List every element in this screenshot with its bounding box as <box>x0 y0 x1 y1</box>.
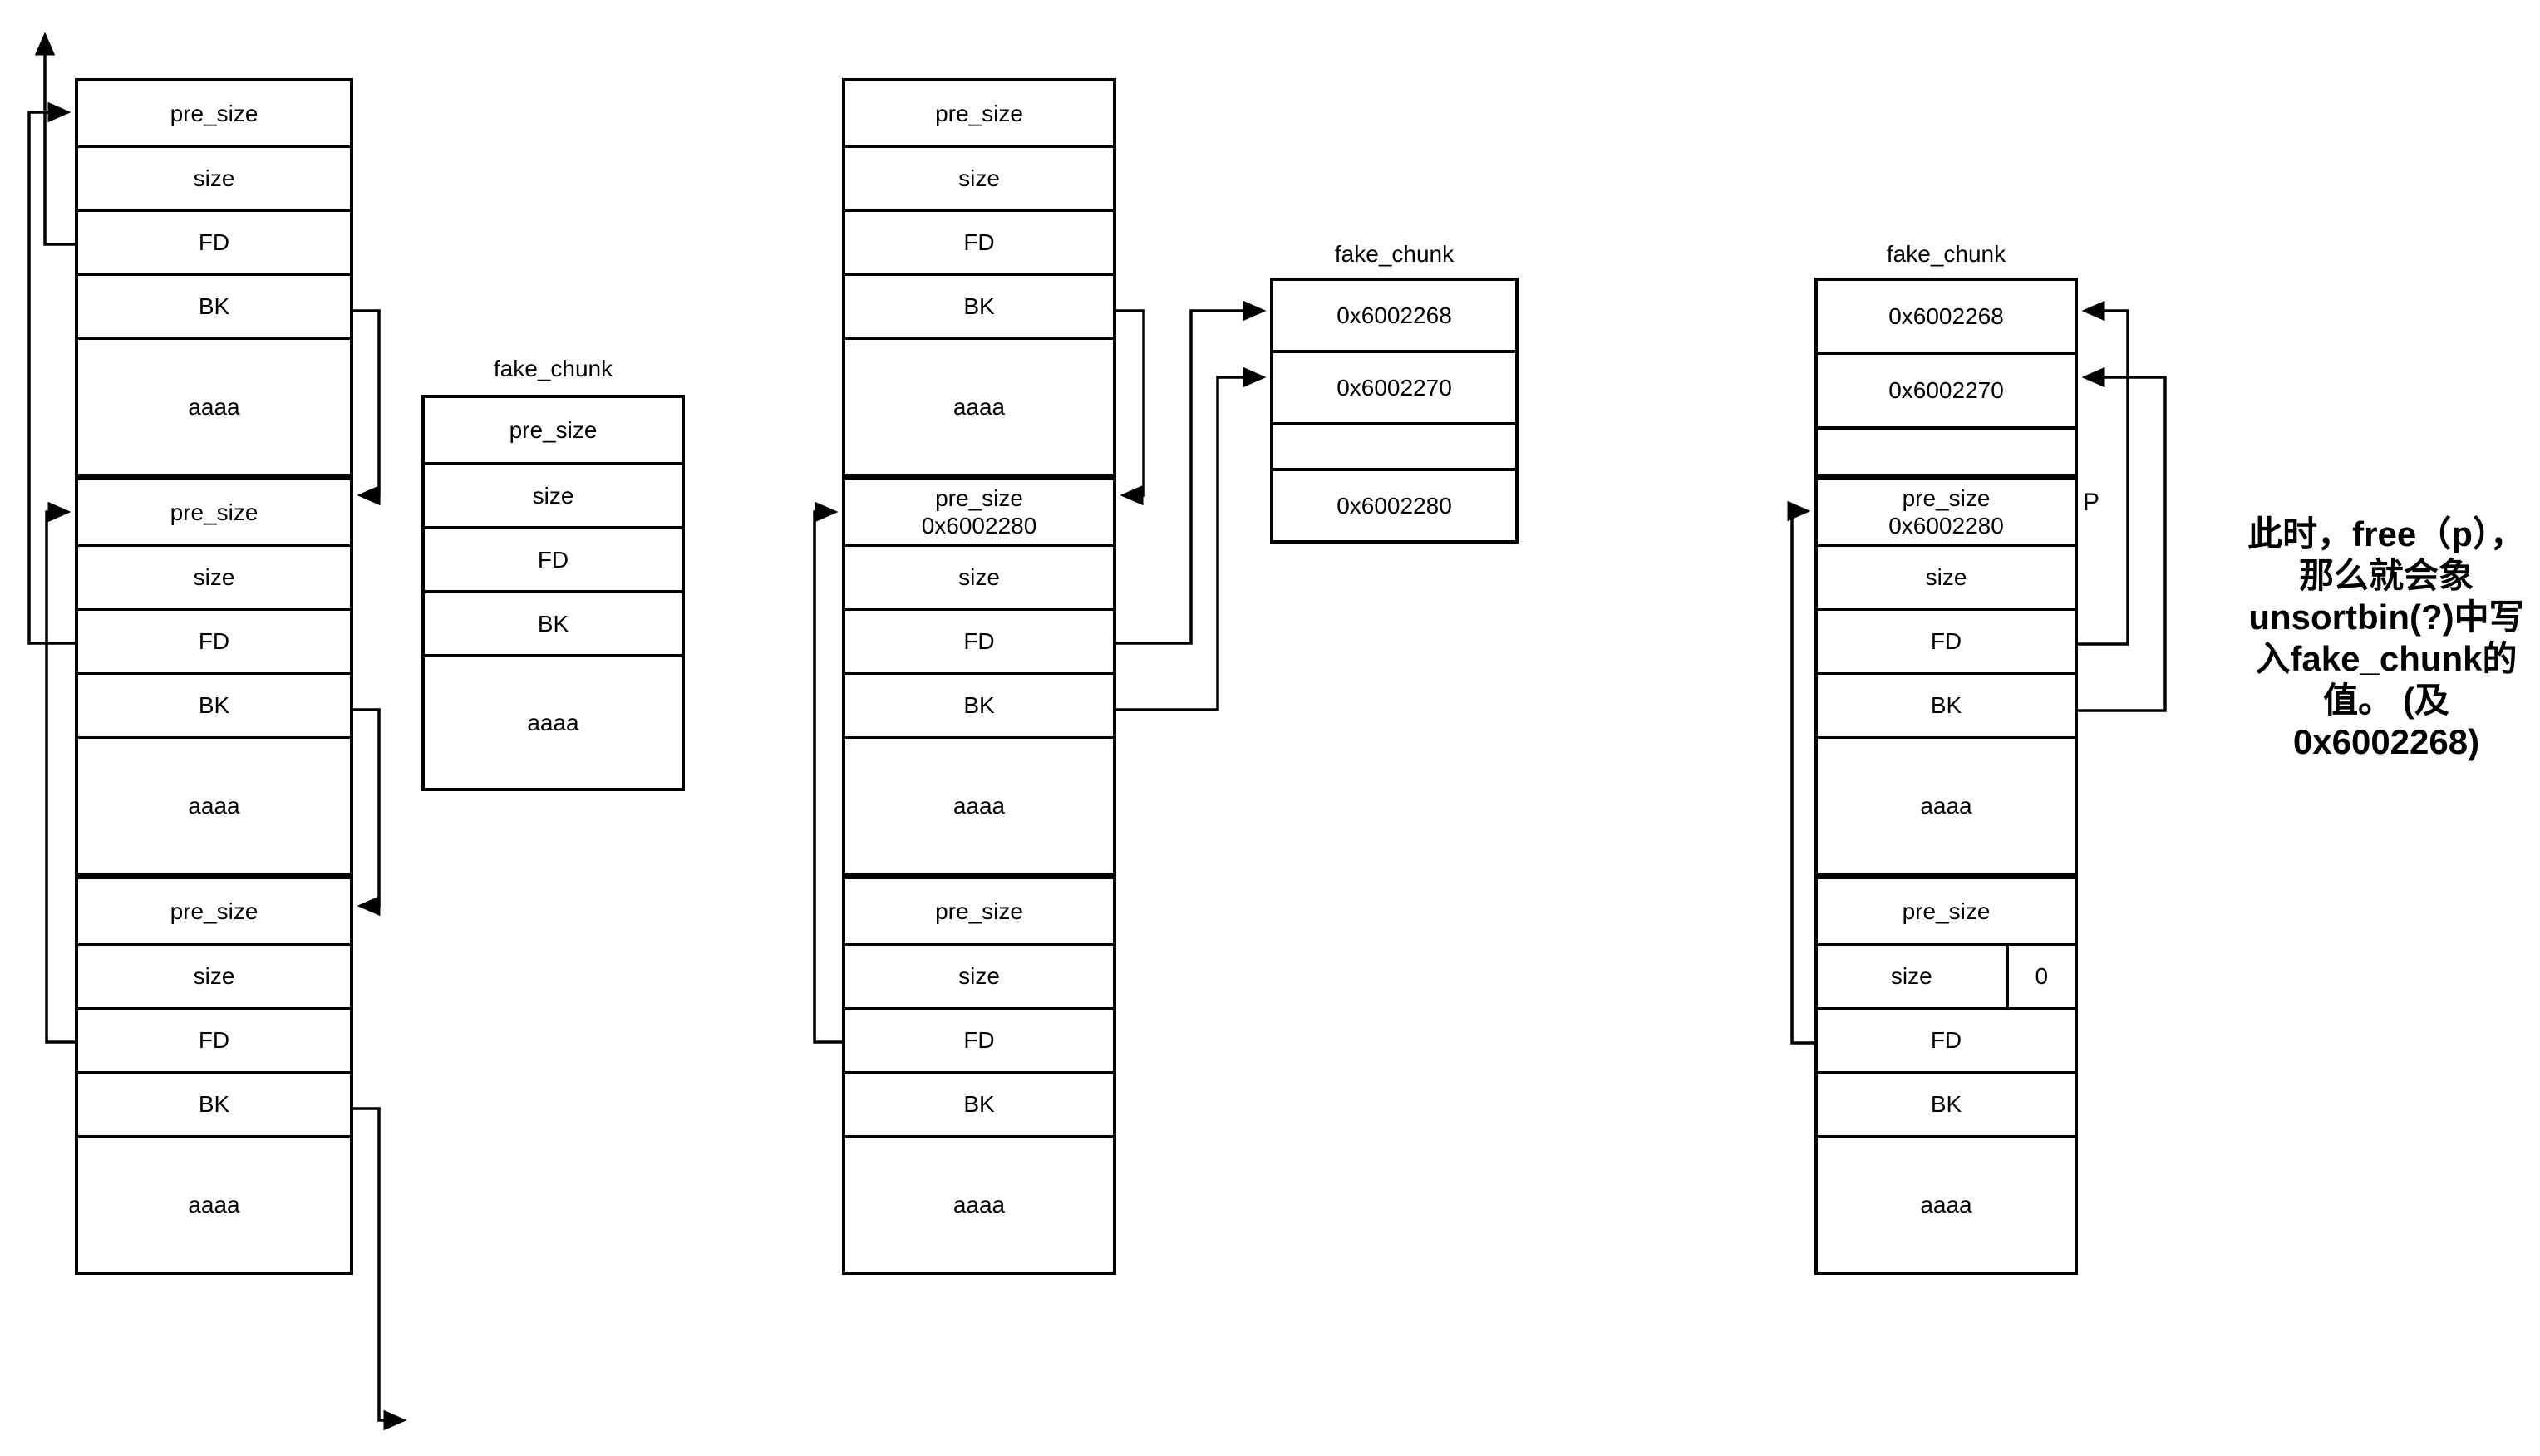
row-aaaa: aaaa <box>1818 1135 2075 1272</box>
arrow-mid-chunk3-fd-to-chunk2-pre <box>813 501 842 1044</box>
arrow-left-chunk2-bk-to-chunk3-pre <box>353 708 381 917</box>
row-bk: BK <box>78 273 350 337</box>
annotation-line: unsortbin(?)中写 <box>2248 598 2524 637</box>
arrow-right-chunk2-bk-to-fake-row2 <box>2078 366 2167 712</box>
row-addr-0x6002270: 0x6002270 <box>1273 350 1515 422</box>
row-bk: BK <box>425 590 682 654</box>
row-fd: FD <box>78 209 350 273</box>
row-addr-0x6002280: 0x6002280 <box>1273 468 1515 540</box>
annotation-line: 入fake_chunk的 <box>2255 639 2518 678</box>
row-bk: BK <box>1818 672 2075 736</box>
annotation-line: 值。 (及 <box>2323 681 2449 720</box>
p-pointer-label: P <box>2083 489 2100 516</box>
row-fd: FD <box>425 526 682 590</box>
row-pre-size: pre_size <box>170 898 258 924</box>
size-cell: size <box>1890 963 1932 989</box>
left-fake-chunk-title: fake_chunk <box>493 356 613 381</box>
row-bk: BK <box>78 1071 350 1135</box>
row-pre-size-0x6002280: pre_size 0x6002280 <box>1888 485 2004 539</box>
row-fd: FD <box>845 1007 1113 1071</box>
row-pre-size: pre_size <box>170 100 258 126</box>
row-fd: FD <box>845 608 1113 672</box>
row-bk: BK <box>845 273 1113 337</box>
row-pre-size: pre_size <box>935 898 1023 924</box>
row-bk: BK <box>78 672 350 736</box>
row-pre-size-0x6002280: pre_size 0x6002280 <box>921 485 1037 539</box>
row-fd: FD <box>78 608 350 672</box>
mid-fake-chunk: 0x6002268 0x6002270 0x6002280 <box>1270 278 1519 544</box>
row-bk: BK <box>845 1071 1113 1135</box>
row-pre-size: pre_size <box>170 499 258 525</box>
row-aaaa: aaaa <box>425 654 682 788</box>
row-size: size <box>845 943 1113 1007</box>
right-chunk-3: pre_size size 0 FD BK aaaa <box>1814 876 2078 1275</box>
row-size-prev-inuse-0: size 0 <box>1818 943 2075 1007</box>
row-addr-0x6002270: 0x6002270 <box>1818 352 2075 425</box>
prev-inuse-bit-cell: 0 <box>2005 946 2075 1007</box>
row-aaaa: aaaa <box>845 1135 1113 1272</box>
mid-chunk-3: pre_size size FD BK aaaa <box>842 876 1116 1275</box>
left-chunk-3: pre_size size FD BK aaaa <box>75 876 353 1275</box>
row-aaaa: aaaa <box>78 1135 350 1272</box>
row-aaaa: aaaa <box>1818 736 2075 873</box>
arrow-mid-chunk2-bk-to-fake-row2 <box>1116 366 1267 711</box>
left-chunk-2: pre_size size FD BK aaaa <box>75 477 353 876</box>
row-size: size <box>845 544 1113 608</box>
arrow-left-chunk3-bk-out <box>353 1107 407 1431</box>
row-addr-0x6002268: 0x6002268 <box>1888 303 2004 329</box>
annotation-text: 此时，free（p）， 那么就会象 unsortbin(?)中写 入fake_c… <box>2232 514 2540 763</box>
mid-chunk-2: pre_size 0x6002280 size FD BK aaaa <box>842 477 1116 876</box>
right-chunk-2: pre_size 0x6002280 size FD BK aaaa <box>1814 477 2078 876</box>
row-addr-0x6002268: 0x6002268 <box>1336 302 1452 328</box>
row-fd: FD <box>78 1007 350 1071</box>
row-bk: BK <box>845 672 1113 736</box>
row-size: size <box>78 544 350 608</box>
row-pre-size: pre_size <box>935 100 1023 126</box>
row-size: size <box>78 145 350 209</box>
annotation-line: 0x6002268) <box>2292 722 2480 761</box>
arrow-right-chunk3-fd-to-chunk2-pre <box>1787 500 1814 1045</box>
annotation-line: 那么就会象 <box>2298 556 2474 595</box>
mid-fake-chunk-title: fake_chunk <box>1334 241 1455 267</box>
arrow-left-chunk1-bk-to-chunk2-pre <box>353 309 381 506</box>
row-aaaa: aaaa <box>845 736 1113 873</box>
row-fd: FD <box>845 209 1113 273</box>
row-aaaa: aaaa <box>78 337 350 474</box>
right-fake-chunk: 0x6002268 0x6002270 <box>1814 278 2078 477</box>
right-fake-chunk-title: fake_chunk <box>1886 241 2006 267</box>
row-size: size <box>1818 544 2075 608</box>
row-fd: FD <box>1818 608 2075 672</box>
row-aaaa: aaaa <box>78 736 350 873</box>
row-size: size <box>78 943 350 1007</box>
row-empty <box>1818 425 2075 474</box>
row-aaaa: aaaa <box>845 337 1113 474</box>
mid-chunk-1: pre_size size FD BK aaaa <box>842 78 1116 477</box>
left-chunk-1: pre_size size FD BK aaaa <box>75 78 353 477</box>
row-fd: FD <box>1818 1007 2075 1071</box>
arrow-right-chunk2-fd-to-fake-row1 <box>2078 300 2129 646</box>
annotation-line: 此时，free（p）， <box>2247 514 2525 553</box>
row-pre-size: pre_size <box>1902 898 1991 924</box>
row-size: size <box>845 145 1113 209</box>
left-fake-chunk: pre_size size FD BK aaaa <box>421 395 685 791</box>
row-pre-size: pre_size <box>509 416 598 443</box>
arrow-left-chunk1-fd-up <box>34 32 75 246</box>
arrow-left-chunk3-fd-to-chunk2-pre <box>45 501 75 1044</box>
arrow-mid-chunk1-bk-to-chunk2-pre <box>1116 309 1145 506</box>
arrow-mid-chunk2-fd-to-fake-row1 <box>1116 300 1267 645</box>
row-empty <box>1273 422 1515 468</box>
row-bk: BK <box>1818 1071 2075 1135</box>
arrow-left-chunk2-fd-to-chunk1-pre <box>27 101 75 645</box>
row-size: size <box>425 462 682 526</box>
